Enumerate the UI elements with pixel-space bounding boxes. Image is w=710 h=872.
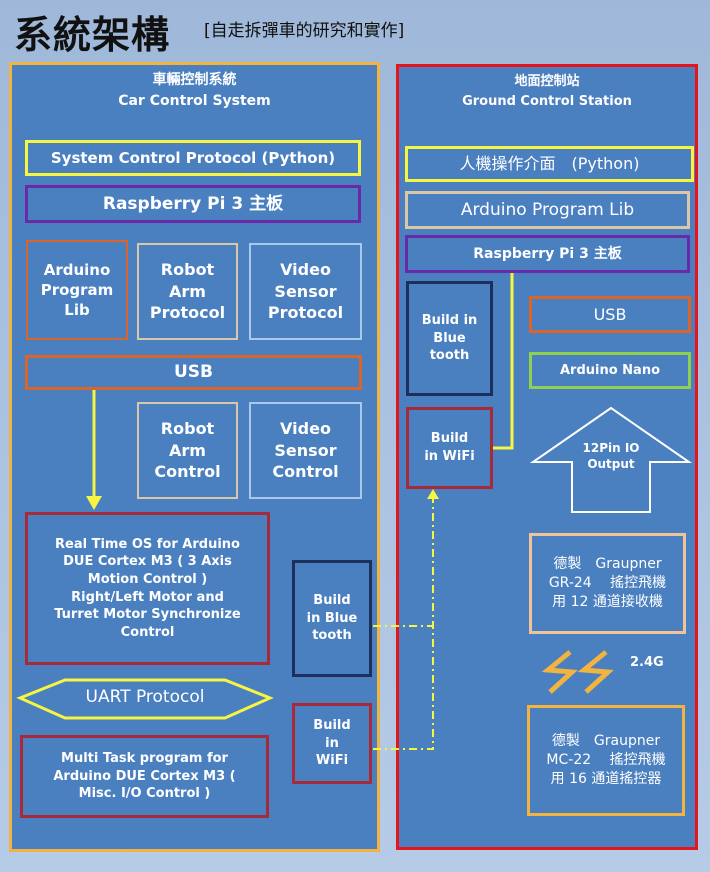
usb-box: USB: [25, 355, 362, 390]
transmitter-box: 德製 Graupner MC-22 搖控飛機 用 16 通道搖控器: [527, 705, 685, 816]
uart-arrow: [16, 678, 274, 720]
ground-panel-title-en: Ground Control Station: [462, 93, 632, 109]
wireless-arrowhead: [427, 489, 439, 499]
car-panel-title: 車輛控制系統 Car Control System: [9, 70, 380, 112]
usb-box-ground: USB: [529, 296, 691, 333]
page-subtitle: [自走拆彈車的研究和實作]: [204, 21, 405, 41]
wireless-link-wifi: [373, 497, 434, 750]
system-control-protocol-box: System Control Protocol (Python): [25, 140, 361, 176]
usb-to-rtos-arrowhead: [86, 496, 102, 510]
video-sensor-control-box: Video Sensor Control: [249, 402, 362, 499]
ground-panel-title: 地面控制站 Ground Control Station: [396, 72, 698, 111]
io-output-label: 12Pin IO Output: [582, 441, 640, 472]
arduino-program-lib-box: Arduino Program Lib: [26, 240, 128, 340]
uart-label: UART Protocol: [85, 687, 205, 707]
car-panel-title-en: Car Control System: [118, 93, 271, 109]
bluetooth-box-car: Build in Blue tooth: [292, 560, 372, 677]
lightning-icon-2: [577, 650, 614, 694]
page-title: 系統架構: [14, 13, 171, 57]
pi-to-wifi-line: [493, 273, 514, 450]
car-panel-title-zh: 車輛控制系統: [152, 72, 237, 88]
ground-panel-title-zh: 地面控制站: [514, 74, 580, 89]
wifi-box-ground: Build in WiFi: [406, 407, 493, 489]
frequency-label: 2.4G: [630, 655, 664, 670]
rtos-box: Real Time OS for Arduino DUE Cortex M3 (…: [25, 512, 270, 665]
robot-arm-control-box: Robot Arm Control: [137, 402, 238, 499]
arduino-lib-box-ground: Arduino Program Lib: [405, 191, 690, 229]
receiver-box: 德製 Graupner GR-24 搖控飛機 用 12 通道接收機: [529, 533, 686, 634]
io-output-arrow: [529, 406, 693, 513]
wifi-box-car: Build in WiFi: [292, 703, 372, 784]
bluetooth-box-ground: Build in Blue tooth: [406, 281, 493, 396]
arduino-nano-box: Arduino Nano: [529, 352, 691, 389]
lightning-icon: [541, 650, 578, 694]
raspberry-pi-box: Raspberry Pi 3 主板: [25, 185, 361, 223]
video-sensor-protocol-box: Video Sensor Protocol: [249, 243, 362, 340]
hmi-box: 人機操作介面 (Python): [405, 146, 694, 182]
raspberry-pi-box-ground: Raspberry Pi 3 主板: [405, 235, 690, 273]
robot-arm-protocol-box: Robot Arm Protocol: [137, 243, 238, 340]
multitask-box: Multi Task program for Arduino DUE Corte…: [20, 735, 269, 818]
